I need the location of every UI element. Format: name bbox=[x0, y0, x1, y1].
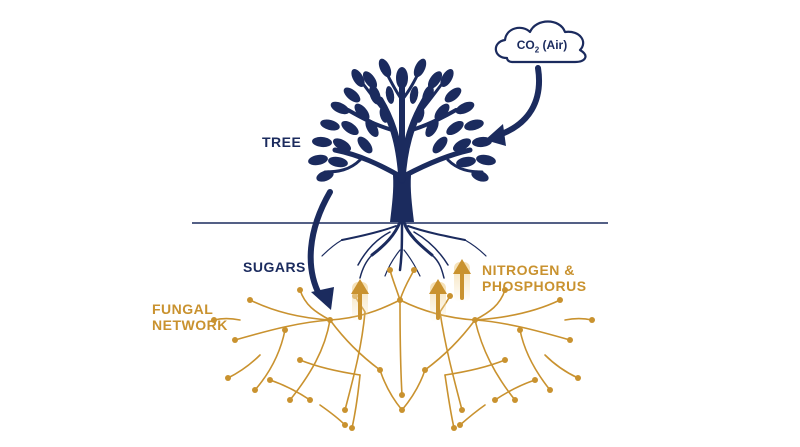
nutrient-arrows bbox=[351, 259, 471, 322]
nutrient-arrow-icon bbox=[351, 279, 369, 320]
co2-prefix: CO bbox=[516, 38, 535, 52]
sugars-arrow-icon bbox=[307, 189, 333, 299]
nutrients-label-line1: NITROGEN & bbox=[482, 262, 575, 278]
co2-subscript: 2 bbox=[534, 45, 540, 55]
nutrients-label: NITROGEN & PHOSPHORUS bbox=[482, 262, 587, 294]
cloud-icon bbox=[494, 20, 587, 64]
co2-suffix: (Air) bbox=[539, 38, 568, 52]
fungal-label-line1: FUNGAL bbox=[152, 301, 214, 317]
nutrients-label-line2: PHOSPHORUS bbox=[482, 278, 587, 295]
nutrient-arrow-icon bbox=[429, 279, 447, 320]
co2-label: CO2 (Air) bbox=[503, 38, 581, 54]
fungal-network-icon bbox=[213, 269, 593, 429]
fungal-nodes bbox=[211, 267, 595, 431]
sugars-label: SUGARS bbox=[243, 259, 306, 275]
fungal-network-label: FUNGAL NETWORK bbox=[152, 301, 228, 333]
tree-label: TREE bbox=[262, 134, 302, 150]
fungal-label-line2: NETWORK bbox=[152, 317, 228, 334]
nutrient-arrow-icon bbox=[453, 259, 471, 300]
sugars-arrowhead-icon bbox=[311, 287, 334, 310]
co2-arrow-icon bbox=[493, 65, 542, 139]
tree-icon bbox=[308, 58, 496, 279]
